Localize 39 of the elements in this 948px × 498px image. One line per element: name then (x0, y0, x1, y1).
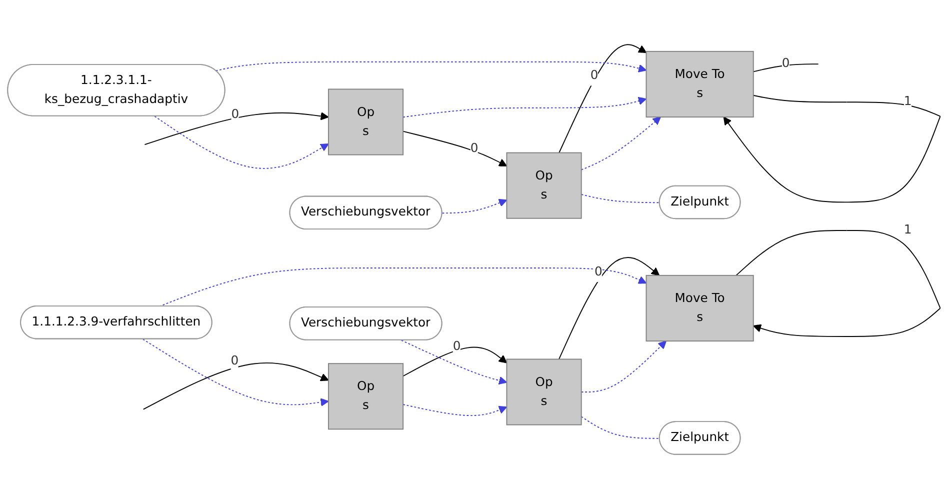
connector (723, 115, 941, 202)
node-box: Op s (328, 88, 404, 155)
dashed-connector (580, 116, 661, 170)
connector (144, 111, 329, 144)
edge-label: 0 (230, 354, 239, 368)
node-box: Move To s (646, 274, 754, 341)
edge-label: 0 (594, 264, 602, 279)
dashed-connector (442, 198, 508, 214)
dashed-connector (580, 193, 660, 203)
connector (736, 230, 848, 276)
edge-label: 1 (904, 222, 912, 237)
dashed-connector (154, 115, 329, 168)
dashed-connector (142, 338, 329, 406)
edge-label: 0 (231, 107, 240, 122)
connector (142, 362, 329, 410)
dashed-connector (215, 60, 647, 72)
connector (752, 63, 819, 72)
connector (402, 130, 508, 166)
connector (402, 346, 508, 376)
node-box: Move To s (646, 50, 754, 117)
node-box: Op s (506, 358, 582, 425)
dashed-connector (580, 416, 660, 438)
edge-label: 0 (782, 56, 790, 70)
connector (753, 307, 941, 336)
connector (752, 94, 848, 102)
dashed-connector (402, 404, 508, 416)
dashed-connector (580, 340, 667, 392)
node-box: Op s (328, 362, 404, 430)
edge-label: 0 (452, 339, 461, 354)
dashed-connector (400, 339, 508, 384)
connector (846, 101, 941, 116)
connector (558, 44, 647, 153)
edge-label: 1 (904, 94, 912, 109)
edge-label: 0 (470, 141, 478, 156)
edge-label: 0 (590, 68, 598, 82)
connector (846, 230, 941, 308)
connector (558, 256, 660, 360)
dashed-connector (402, 96, 647, 118)
node-box: Op s (506, 152, 582, 218)
